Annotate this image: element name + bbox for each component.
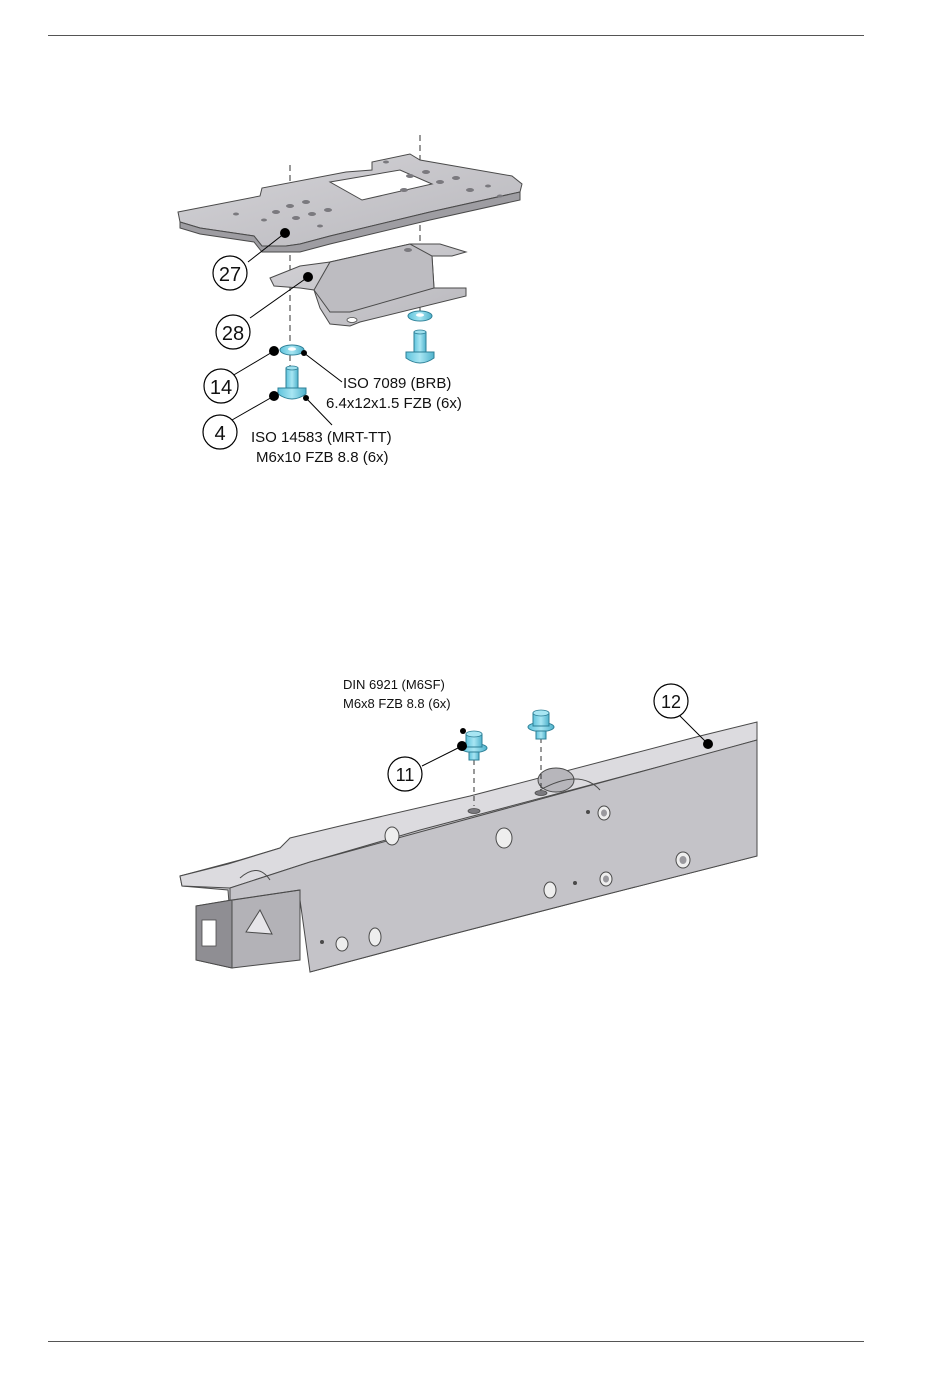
washer-spec-line1: ISO 7089 (BRB): [343, 375, 451, 392]
callout-14-label: 14: [210, 377, 232, 399]
screw-spec-line2: M6x10 FZB 8.8 (6x): [256, 449, 389, 466]
flange-bolt-right: [528, 710, 554, 739]
bracket-28: [270, 244, 466, 326]
screw-right: [406, 330, 434, 363]
bolt-spec-line1: DIN 6921 (M6SF): [343, 677, 445, 692]
leader-line-14: [232, 351, 274, 376]
bolt-spec-line2: M6x8 FZB 8.8 (6x): [343, 696, 451, 711]
callout-4-label: 4: [214, 423, 225, 445]
washer-right: [408, 311, 432, 321]
washer-14: [280, 345, 304, 355]
callout-28-label: 28: [222, 323, 244, 345]
leader-line-washer-spec: [304, 353, 342, 382]
callout-11-label: 11: [396, 765, 415, 785]
leader-dot-bolt-spec: [460, 728, 466, 734]
washer-spec-line2: 6.4x12x1.5 FZB (6x): [326, 395, 462, 412]
leader-line-4: [232, 396, 274, 420]
screw-4: [278, 366, 306, 399]
leader-line-11: [422, 746, 462, 766]
mounting-plate-27: [178, 154, 522, 252]
callout-12-label: 12: [661, 692, 681, 712]
screw-spec-line1: ISO 14583 (MRT-TT): [251, 429, 392, 446]
callout-27-label: 27: [219, 264, 241, 286]
